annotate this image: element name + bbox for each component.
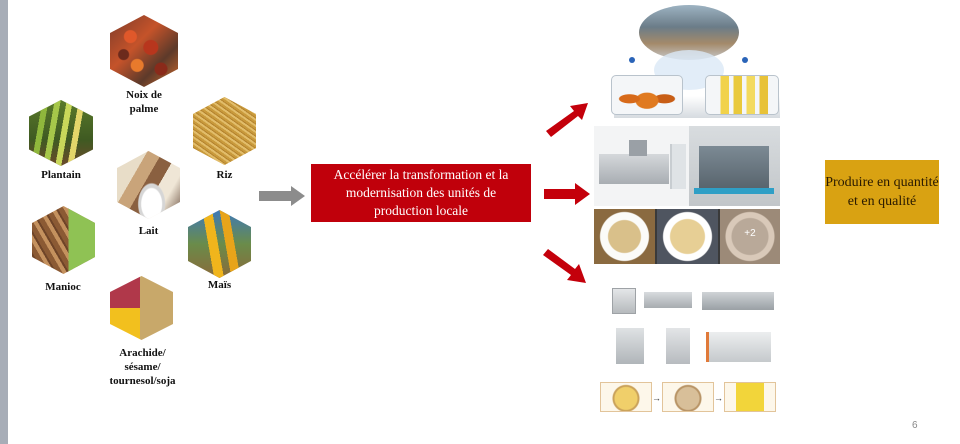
machine-washer: [612, 288, 636, 314]
machine-packer: [616, 328, 644, 364]
slide-left-border: [0, 0, 8, 444]
label-arachide-sesame-tournesol-soja: Arachide/ sésame/ tournesol/soja: [95, 346, 190, 388]
process-label: Accélérer la transformation et la modern…: [333, 167, 509, 218]
goal-box: Produire en quantité et en qualité: [825, 160, 939, 224]
crude-oil-jugs-image: [611, 75, 683, 115]
process-box: Accélérer la transformation et la modern…: [311, 164, 531, 222]
machine-dryer-belt: [702, 292, 774, 310]
flour-plate-1: [594, 209, 655, 264]
label-line: Plantain: [41, 169, 81, 181]
oilseeds-photo: [110, 276, 173, 340]
label-line: palme: [129, 103, 159, 115]
gray-arrow-icon: [259, 186, 305, 206]
maize-photo: [188, 210, 251, 278]
extruder-assembly: [699, 146, 769, 191]
goal-label: Produire en quantité et en qualité: [825, 175, 939, 209]
milk-photo: [117, 151, 180, 219]
more-images-overlay[interactable]: +2: [744, 228, 756, 239]
product-chips: [600, 382, 652, 412]
flow-arrow-icon: →: [652, 393, 661, 403]
label-line: Riz: [216, 169, 233, 181]
label-line: tournesol/soja: [109, 375, 176, 387]
refined-oil-bottles-image: [705, 75, 779, 115]
machine-blancher: [644, 292, 692, 308]
extruder-base: [694, 188, 774, 194]
label-mais: Maïs: [188, 278, 251, 292]
extruder-hopper: [629, 140, 647, 156]
label-manioc: Manioc: [28, 280, 98, 294]
red-arrow-down-right-icon: [543, 249, 586, 283]
label-plantain: Plantain: [22, 168, 100, 182]
label-line: Noix de: [126, 89, 162, 101]
extruder-machines-photo: [594, 126, 780, 206]
extruder-control-panel: [670, 144, 686, 189]
refinery-left-cycle-icon: [629, 57, 635, 63]
label-line: Maïs: [207, 279, 232, 291]
machine-grinder: [666, 328, 690, 364]
oil-refinery-photo: [594, 0, 780, 118]
label-lait: Lait: [117, 224, 180, 238]
label-line: Lait: [138, 225, 159, 237]
rice-photo: [193, 97, 256, 165]
label-noix-de-palme: Noix de palme: [110, 88, 178, 116]
red-arrow-right-icon: [544, 183, 590, 205]
processing-line-photo: → →: [594, 282, 780, 412]
machine-oven: [706, 332, 771, 362]
refinery-right-cycle-icon: [742, 57, 748, 63]
extruder-machine-left: [594, 126, 689, 206]
flour-plate-2: [657, 209, 718, 264]
label-line: sésame/: [124, 361, 161, 373]
label-line: Arachide/: [119, 347, 166, 359]
red-arrow-up-right-icon: [546, 103, 588, 137]
palm-nuts-photo: [110, 15, 178, 87]
extruder-machine-right: [689, 126, 780, 206]
page-number: 6: [912, 420, 918, 431]
flour-plates-photo: +2: [594, 209, 780, 264]
product-flour: [662, 382, 714, 412]
flour-plate-3: +2: [720, 209, 780, 264]
label-riz: Riz: [193, 168, 256, 182]
extruder-body: [599, 154, 669, 184]
cassava-photo: [32, 206, 95, 274]
flow-arrow-icon: →: [714, 393, 723, 403]
plantain-photo: [29, 100, 93, 166]
product-package: [724, 382, 776, 412]
label-line: Manioc: [45, 281, 81, 293]
